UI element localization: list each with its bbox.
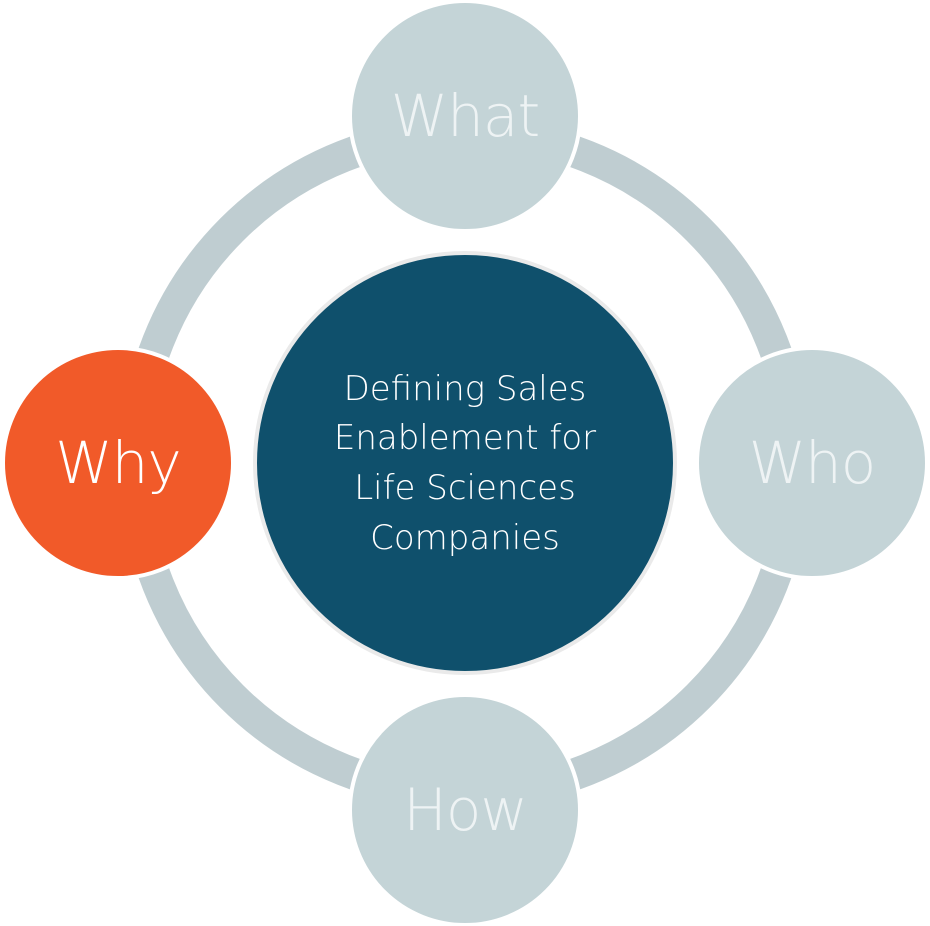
node-how-circle [348, 693, 582, 926]
node-who-label: Who [749, 429, 876, 497]
center-label-line-4: Companies [370, 518, 560, 558]
node-who-circle [695, 346, 929, 580]
node-why-circle [1, 346, 235, 580]
center-label-line-3: Life Sciences [354, 468, 576, 508]
node-why-label: Why [55, 429, 180, 497]
center-label-line-1: Defining Sales [344, 369, 587, 409]
node-what: What [348, 0, 582, 233]
node-what-label: What [391, 82, 539, 150]
center-circle [253, 251, 677, 675]
node-who: Who [695, 346, 929, 580]
node-why: Why [1, 346, 235, 580]
node-how-label: How [403, 776, 527, 844]
center-label-line-2: Enablement for [334, 418, 596, 458]
node-how: How [348, 693, 582, 926]
node-what-circle [348, 0, 582, 233]
center-node: Defining Sales Enablement for Life Scien… [253, 251, 677, 675]
